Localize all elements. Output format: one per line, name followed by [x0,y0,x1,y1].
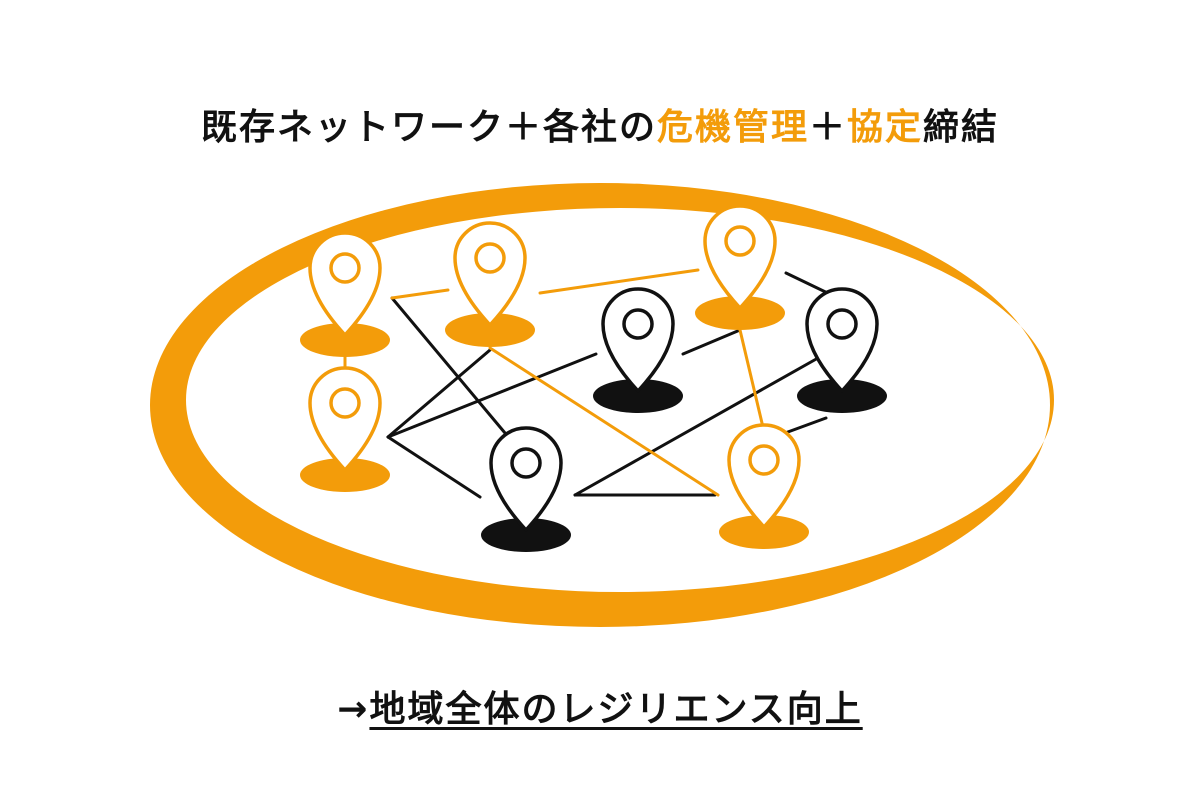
map-pin-icon [481,426,571,552]
map-pin-icon [300,366,390,492]
diagram-conclusion: →地域全体のレジリエンス向上 [0,680,1200,732]
link-line [738,328,768,442]
link-line [390,296,507,435]
map-pin-icon [300,231,390,357]
link-line [488,346,720,497]
link-line [681,328,742,356]
title-highlight-crisis-management: 危機管理 [656,107,809,148]
link-line [538,268,700,295]
link-line [573,356,820,497]
title-part-1: 既存ネットワーク＋各社の [200,107,657,148]
map-pin-icon [695,204,785,330]
map-pin-icon [797,287,887,413]
link-line [390,288,450,300]
link-line [386,348,492,439]
conclusion-text: 地域全体のレジリエンス向上 [369,689,863,730]
conclusion-arrow: → [337,689,370,730]
map-pin-icon [593,287,683,413]
map-pin-icon [719,423,809,549]
link-line [386,435,482,499]
title-highlight-agreement: 協定 [847,107,924,148]
map-pin-icon [445,221,535,347]
diagram-title: 既存ネットワーク＋各社の危機管理＋協定締結 [0,98,1200,150]
title-part-3: 締結 [923,107,1000,148]
orange-connections [343,268,768,497]
title-part-2: ＋ [808,107,847,148]
link-line [386,352,598,439]
